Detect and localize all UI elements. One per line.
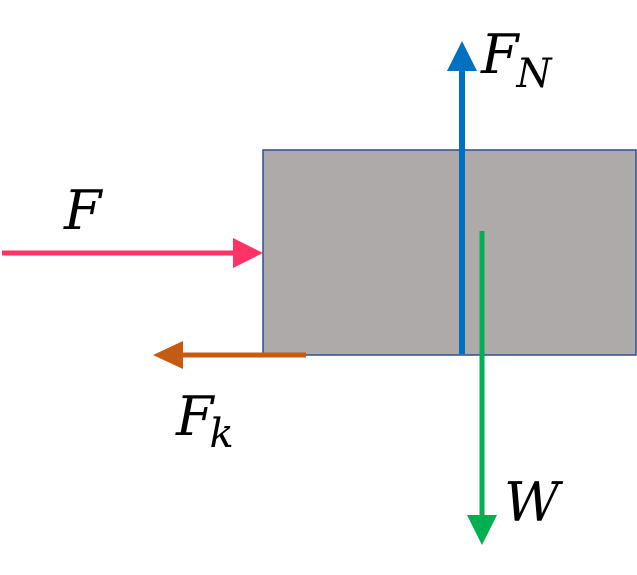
friction-force-label: Fk — [175, 385, 234, 457]
applied-force-label: F — [63, 179, 104, 242]
normal-force-label: FN — [480, 23, 553, 97]
block — [262, 149, 637, 356]
weight-arrow — [467, 231, 497, 545]
applied-force-arrow — [2, 238, 263, 268]
weight-label: W — [504, 471, 564, 534]
normal-force-arrow — [447, 41, 477, 354]
friction-force-arrow — [153, 341, 306, 369]
